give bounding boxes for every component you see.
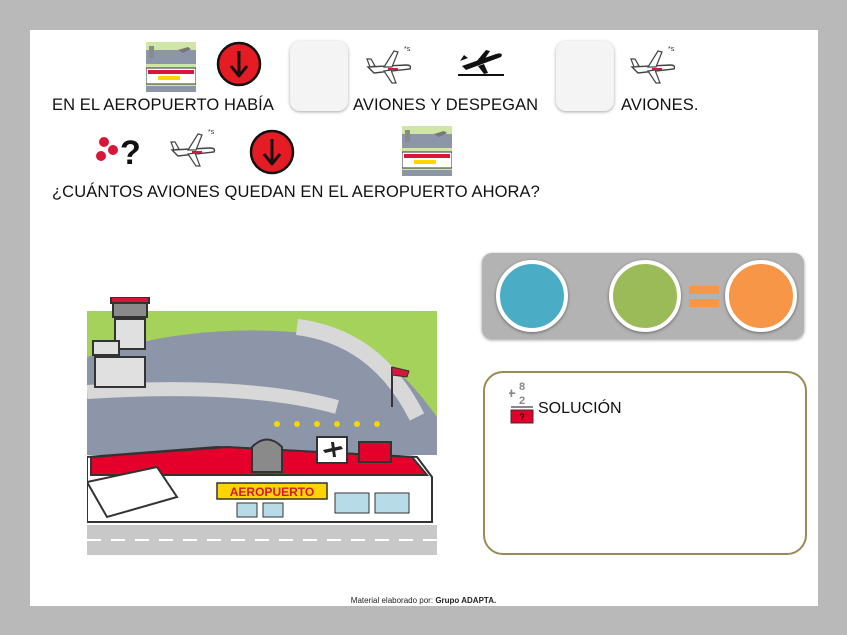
down-arrow-icon-2 [249,129,295,175]
footer-prefix: Material elaborado por: [350,596,434,605]
operand-2-circle[interactable] [609,260,681,332]
svg-text:?: ? [120,134,141,172]
answer-blank-2[interactable] [556,41,614,111]
down-arrow-icon [216,41,262,87]
operation-icon-top: 8 [519,381,525,393]
solution-box[interactable]: + 8 2 ? SOLUCIÓN [483,371,807,555]
operation-panel [482,253,804,339]
result-circle[interactable] [725,260,797,332]
equals-bar-top [689,286,719,294]
operation-icon: + 8 2 ? [509,381,534,424]
takeoff-icon [458,50,504,76]
svg-text:+: + [509,385,516,402]
airport-sign: AEROPUERTO [230,485,314,499]
operation-icon-bottom: 2 [519,395,525,407]
svg-text:*s: *s [404,46,411,53]
airport-illustration: AEROPUERTO [87,297,437,563]
equals-bar-bottom [689,299,719,307]
airplanes-icon-3: *s [170,129,216,167]
svg-text:*s: *s [668,46,675,53]
answer-blank-1[interactable] [290,41,348,111]
svg-text:*s: *s [208,129,215,136]
footer: Material elaborado por: Grupo ADAPTA. [0,596,847,605]
solution-label: SOLUCIÓN [538,400,622,417]
question-dots-icon: ? [96,134,141,172]
sentence-part-3: AVIONES. [621,96,699,114]
airport-pictogram-icon [146,42,196,92]
sentence-part-2: AVIONES Y DESPEGAN [353,96,539,114]
footer-author: Grupo ADAPTA. [435,596,497,605]
operand-1-circle[interactable] [496,260,568,332]
airplanes-icon: *s [366,46,412,84]
sentence-part-1: EN EL AEROPUERTO HABÍA [52,96,274,114]
operation-icon-result: ? [519,412,525,422]
airplanes-icon-2: *s [630,46,676,84]
airport-pictogram-icon-2 [402,126,452,176]
question-text: ¿CUÁNTOS AVIONES QUEDAN EN EL AEROPUERTO… [52,183,540,201]
